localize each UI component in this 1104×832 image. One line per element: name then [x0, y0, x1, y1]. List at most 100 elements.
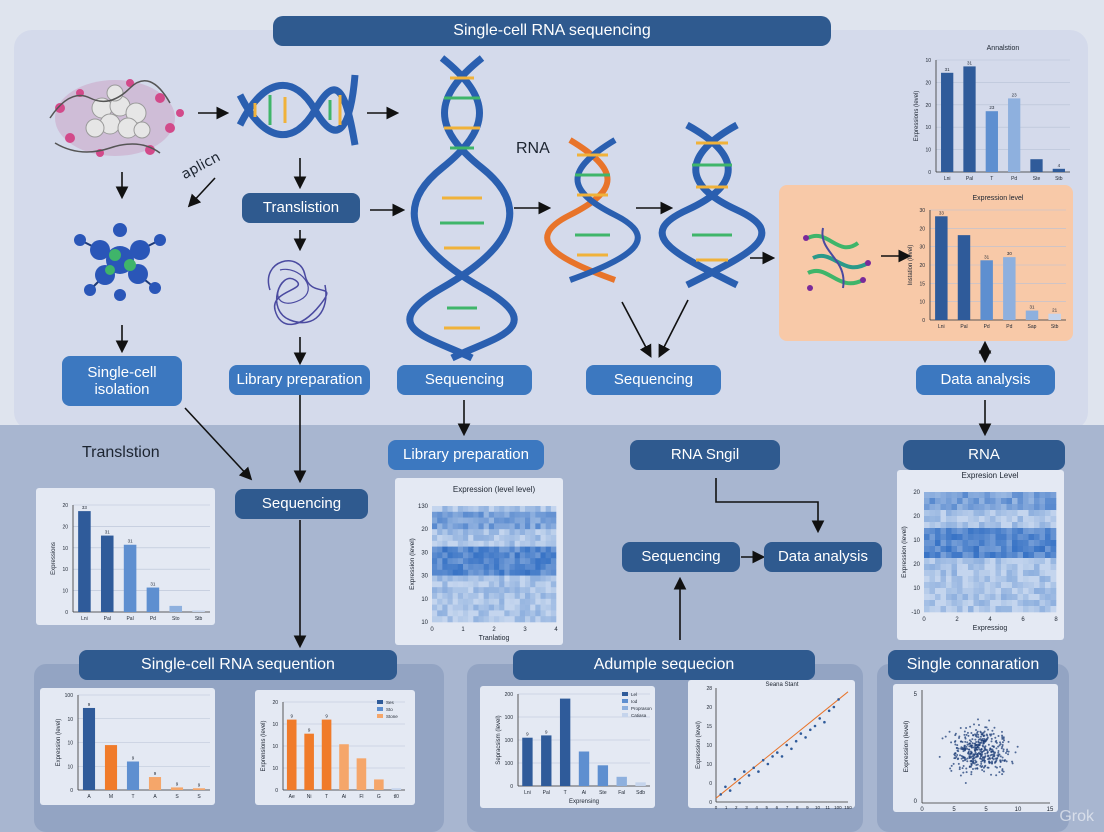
heatmap_mid-cell: [550, 535, 557, 542]
heatmap_right-cell: [995, 564, 1002, 571]
heatmap_mid-cell: [504, 616, 510, 623]
heatmap_right-cell: [929, 564, 936, 571]
heatmap_mid-cell: [488, 610, 495, 617]
heatmap_right-cell: [1050, 522, 1057, 529]
orange-category-label: Pd: [1006, 324, 1012, 330]
bottom_3-legend-label: Proprason: [631, 706, 652, 711]
heatmap_mid-cell: [463, 511, 469, 518]
scatter_right-point: [997, 745, 1000, 748]
scatter_right-point: [968, 742, 971, 745]
heatmap_mid-cell: [499, 593, 505, 600]
heatmap_mid-cell: [483, 587, 490, 594]
scatter_right-point: [989, 754, 992, 757]
heatmap_mid-cell: [442, 604, 448, 611]
heatmap_mid-cell: [488, 587, 495, 594]
heatmap_right-cell: [990, 498, 996, 505]
scatter_right-point: [968, 756, 971, 759]
scatter_right-point: [954, 740, 957, 743]
heatmap_right-cell: [1039, 492, 1046, 499]
heatmap_right-cell: [1034, 576, 1040, 583]
heatmap_right-cell: [990, 588, 996, 595]
heatmap_right-cell: [929, 594, 936, 601]
heatmap_mid-cell: [530, 529, 536, 536]
heatmap_mid-cell: [473, 540, 479, 547]
scatter_right-point: [965, 745, 968, 748]
heatmap_mid-cell: [473, 616, 479, 623]
heatmap_right-cell: [935, 492, 941, 499]
translistion-box: Translistion: [242, 193, 360, 223]
scatter_right-point: [965, 771, 968, 774]
heatmap_right-cell: [1012, 576, 1018, 583]
heatmap_right-cell: [957, 498, 963, 505]
heatmap_right-cell: [968, 600, 974, 607]
scatter_right-point: [981, 756, 984, 759]
scatter_mid-point: [719, 793, 723, 796]
heatmap_mid-cell: [494, 575, 500, 582]
scatter_right-point: [970, 762, 973, 765]
heatmap_right-cell: [940, 600, 947, 607]
heatmap_mid-cell: [519, 546, 526, 553]
heatmap_mid-cell: [494, 581, 500, 588]
heatmap_right-cell: [951, 492, 958, 499]
scatter_right-point: [1002, 748, 1005, 751]
scatter_right-point: [970, 731, 973, 734]
heatmap_mid-cell: [473, 523, 479, 530]
heatmap_right-cell: [973, 528, 980, 535]
orange-ytick-label: 30: [919, 208, 925, 214]
scatter_mid-ytick-label: 10: [706, 743, 712, 749]
scatter_right-point: [976, 755, 979, 758]
heatmap_mid-cell: [452, 569, 459, 576]
heatmap_right-cell: [1017, 606, 1024, 613]
data-analysis-box-lower: Data analysis: [764, 542, 882, 572]
heatmap_mid-cell: [535, 575, 541, 582]
scatter_right-point: [979, 764, 982, 767]
heatmap_right-cell: [1017, 552, 1024, 559]
scatter_right-point: [955, 755, 958, 758]
heatmap_right-cell: [1028, 516, 1035, 523]
scatter_right-point: [980, 739, 983, 742]
heatmap_right-cell: [957, 510, 963, 517]
heatmap_mid-cell: [530, 523, 536, 530]
heatmap_mid-cell: [540, 581, 546, 588]
heatmap_mid-cell: [540, 593, 546, 600]
heatmap_right-cell: [957, 522, 963, 529]
heatmap_right-cell: [1006, 516, 1013, 523]
heatmap_mid-cell: [550, 540, 557, 547]
heatmap_mid-ytick-label: 130: [418, 504, 429, 510]
heatmap_right-cell: [1006, 570, 1013, 577]
heatmap_mid-cell: [545, 506, 552, 513]
heatmap_right-cell: [973, 522, 980, 529]
heatmap_mid-cell: [545, 546, 552, 553]
scatter_right-point: [970, 773, 973, 776]
heatmap_right-cell: [940, 540, 947, 547]
bottom_3-ytick-label: 100: [505, 715, 514, 721]
heatmap_right-cell: [968, 528, 974, 535]
heatmap_mid-cell: [432, 575, 438, 582]
scatter_right-point: [998, 771, 1001, 774]
heatmap_right-cell: [1017, 498, 1024, 505]
heatmap_right-cell: [924, 600, 930, 607]
scatter_right-point: [983, 749, 986, 752]
scatter_right-point: [1001, 736, 1004, 739]
heatmap_mid-cell: [483, 598, 490, 605]
heatmap_mid-cell: [535, 517, 541, 524]
scatter_right-point: [966, 757, 969, 760]
rna-helix-blue-icon: [658, 121, 766, 289]
library-preparation-box-mid: Library preparation: [388, 440, 544, 470]
orange-y-axis-label: Instation (level): [908, 245, 914, 286]
heatmap_right-cell: [1012, 558, 1018, 565]
heatmap_right-cell: [1039, 504, 1046, 511]
heatmap_right-cell: [1001, 528, 1007, 535]
left_mid-bar: [192, 610, 205, 612]
heatmap_right-cell: [1012, 492, 1018, 499]
heatmap_mid-cell: [463, 535, 469, 542]
heatmap_right-cell: [929, 600, 936, 607]
heatmap_right-cell: [1023, 600, 1029, 607]
heatmap_right-cell: [940, 576, 947, 583]
heatmap_right-cell: [1034, 516, 1040, 523]
heatmap_mid-cell: [514, 511, 521, 518]
heatmap_mid-cell: [545, 558, 552, 565]
scatter_mid-point: [832, 705, 836, 709]
heatmap_right-cell: [957, 492, 963, 499]
